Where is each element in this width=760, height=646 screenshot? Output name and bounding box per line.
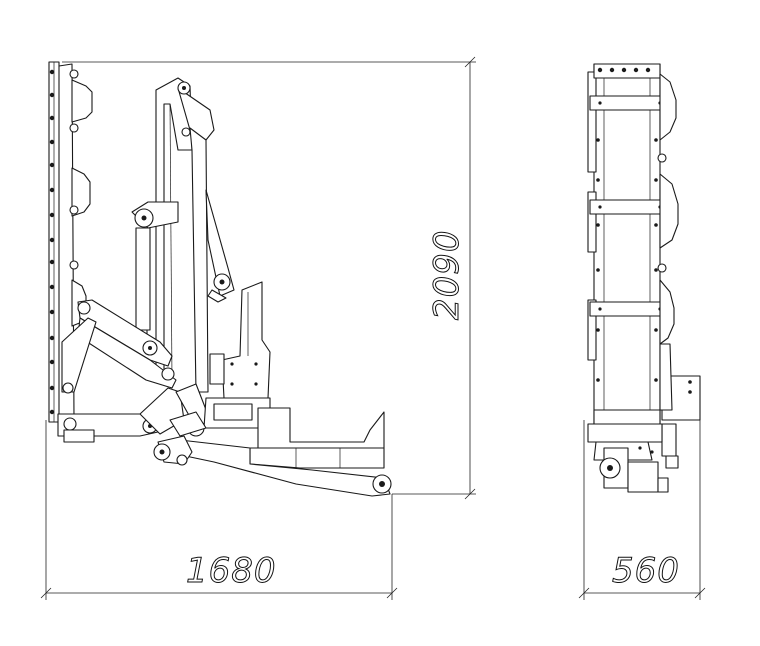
front-mount-plate <box>659 343 701 469</box>
width-tick-left <box>40 587 52 599</box>
linkage-arms <box>57 299 211 443</box>
front-tick-right <box>694 587 706 599</box>
height-tick-bottom <box>464 488 476 500</box>
side-view <box>40 56 476 600</box>
mount-frame <box>153 281 392 497</box>
width-tick-right <box>386 587 398 599</box>
hydraulic-cylinder <box>131 201 179 349</box>
front-width-dimension-label: 560 <box>612 551 680 591</box>
front-tick-left <box>578 587 590 599</box>
front-column <box>587 63 679 425</box>
width-dimension-label: 1680 <box>186 551 277 591</box>
front-view <box>578 63 706 600</box>
height-dimension-label: 2090 <box>427 229 467 320</box>
boom-arm <box>155 77 235 393</box>
height-tick-top <box>464 56 476 68</box>
front-gearbox <box>587 423 669 493</box>
